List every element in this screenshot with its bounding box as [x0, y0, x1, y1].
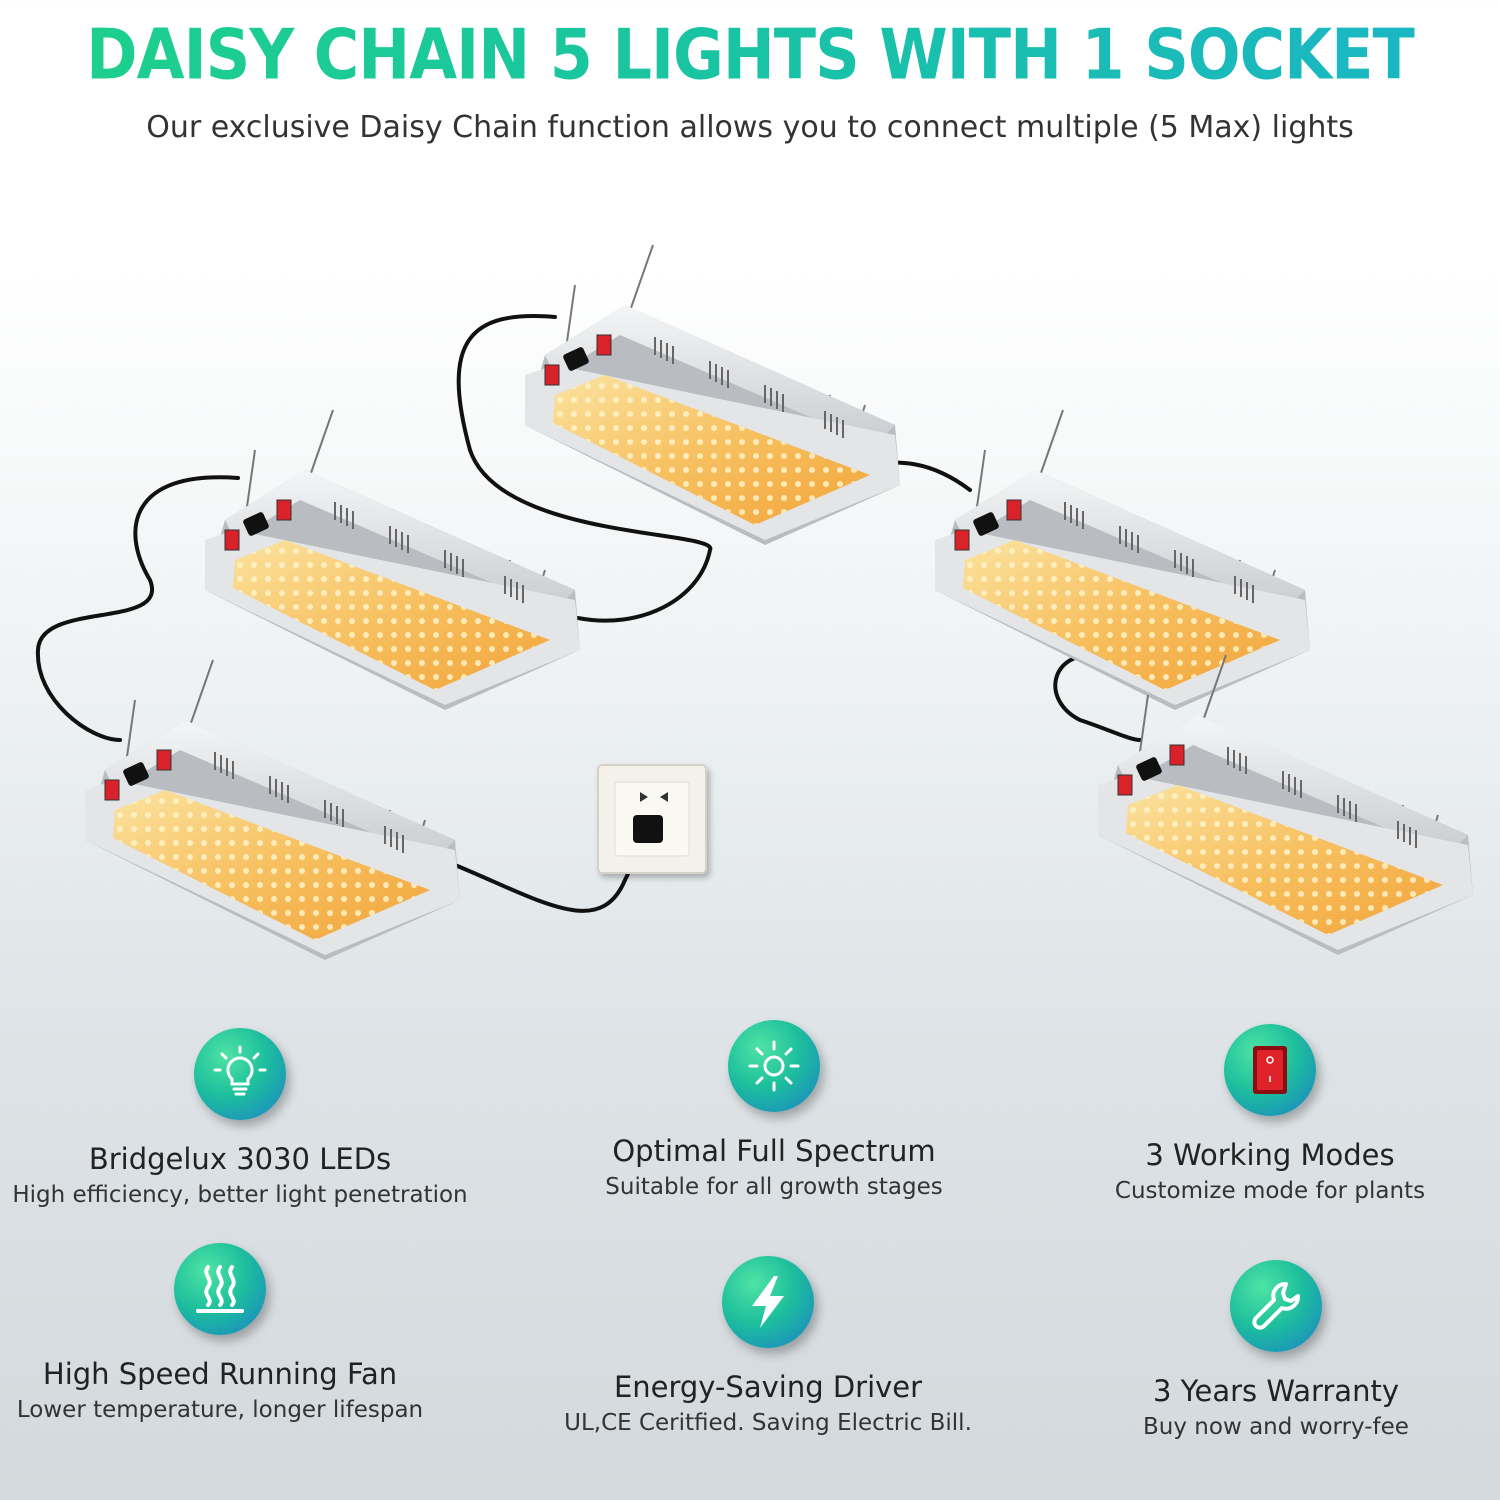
feature-desc: Lower temperature, longer lifespan — [16, 1397, 424, 1423]
grow-light-upper-right — [934, 409, 1311, 711]
feature-desc: Suitable for all growth stages — [605, 1174, 943, 1200]
heat-waves-icon — [174, 1243, 266, 1335]
feature-title: 3 Years Warranty — [1152, 1374, 1399, 1408]
grow-light-upper-left — [204, 409, 581, 711]
feature-modes: 3 Working Modes Customize mode for plant… — [1030, 1024, 1500, 1204]
feature-title: Optimal Full Spectrum — [612, 1134, 936, 1168]
grow-light-lower-right — [1097, 654, 1474, 956]
feature-leds: Bridgelux 3030 LEDs High efficiency, bet… — [0, 1028, 480, 1208]
feature-desc: Buy now and worry-fee — [1143, 1414, 1409, 1440]
feature-title: High Speed Running Fan — [42, 1357, 398, 1391]
sun-icon — [728, 1020, 820, 1112]
feature-title: 3 Working Modes — [1145, 1138, 1395, 1172]
feature-title: Energy-Saving Driver — [613, 1370, 923, 1404]
feature-fan: High Speed Running Fan Lower temperature… — [0, 1243, 460, 1423]
rocker-switch-icon — [1224, 1024, 1316, 1116]
feature-desc: Customize mode for plants — [1114, 1178, 1426, 1204]
daisy-chain-illustration — [35, 244, 1474, 960]
wrench-icon — [1230, 1260, 1322, 1352]
page-title: DAISY CHAIN 5 LIGHTS WITH 1 SOCKET — [0, 14, 1500, 96]
feature-driver: Energy-Saving Driver UL,CE Ceritfied. Sa… — [528, 1256, 1008, 1436]
feature-desc: UL,CE Ceritfied. Saving Electric Bill. — [564, 1410, 972, 1436]
grow-light-top-center — [524, 244, 901, 546]
lightbulb-icon — [194, 1028, 286, 1120]
feature-warranty: 3 Years Warranty Buy now and worry-fee — [1036, 1260, 1500, 1440]
feature-spectrum: Optimal Full Spectrum Suitable for all g… — [534, 1020, 1014, 1200]
wall-socket-icon — [597, 764, 707, 874]
feature-title: Bridgelux 3030 LEDs — [88, 1142, 392, 1176]
grow-light-lower-left — [84, 659, 461, 960]
feature-desc: High efficiency, better light penetratio… — [12, 1182, 468, 1208]
page-subtitle: Our exclusive Daisy Chain function allow… — [146, 110, 1354, 145]
lightning-bolt-icon — [722, 1256, 814, 1348]
